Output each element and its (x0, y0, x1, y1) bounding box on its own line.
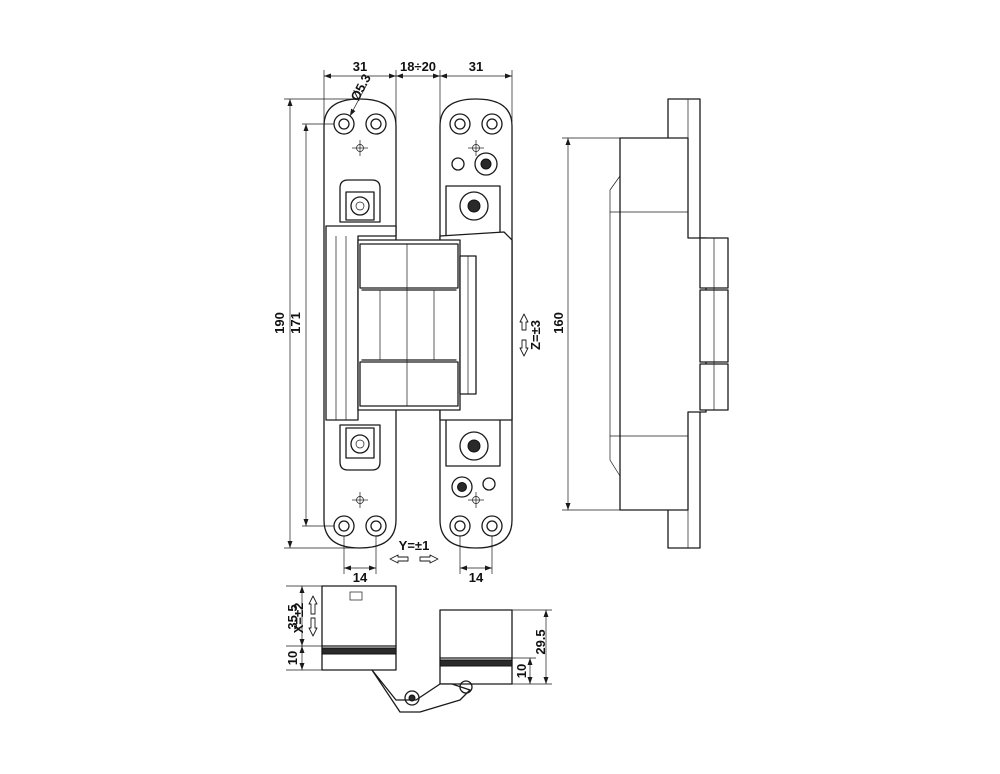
right-plate-top-housing (445, 185, 501, 237)
side-view (609, 98, 729, 549)
dim-lip-right: 10 (514, 664, 529, 678)
dim-gap: 18÷20 (400, 59, 436, 74)
dim-lip-left: 10 (285, 651, 300, 665)
adjustment-arrows (308, 313, 529, 637)
left-plate-top-housing (339, 179, 381, 223)
right-plate-bottom-holes (449, 476, 503, 537)
bottom-view (321, 585, 513, 713)
dim-hole-spacing: 171 (288, 312, 303, 334)
right-plate-bottom-housing (445, 414, 501, 467)
dim-offset-left: 14 (353, 570, 368, 585)
hinge-knuckle-mechanism (325, 225, 513, 421)
dim-offset-right: 14 (469, 570, 484, 585)
dimension-lines (284, 70, 620, 685)
dim-width-left: 31 (353, 59, 367, 74)
left-plate-top-holes (333, 113, 387, 156)
dim-width-right: 31 (469, 59, 483, 74)
dim-depth-left: 35.5 (285, 604, 300, 629)
right-plate-top-holes (449, 113, 503, 176)
adjust-z-label: Z=±3 (528, 320, 543, 350)
dim-depth-right: 29.5 (533, 629, 548, 654)
dim-overall-length: 190 (272, 312, 287, 334)
left-plate-bottom-housing (339, 424, 381, 471)
dim-body-length: 160 (551, 312, 566, 334)
adjust-y-label: Y=±1 (399, 538, 430, 553)
adjust-x-label: X=±2 (291, 603, 306, 634)
